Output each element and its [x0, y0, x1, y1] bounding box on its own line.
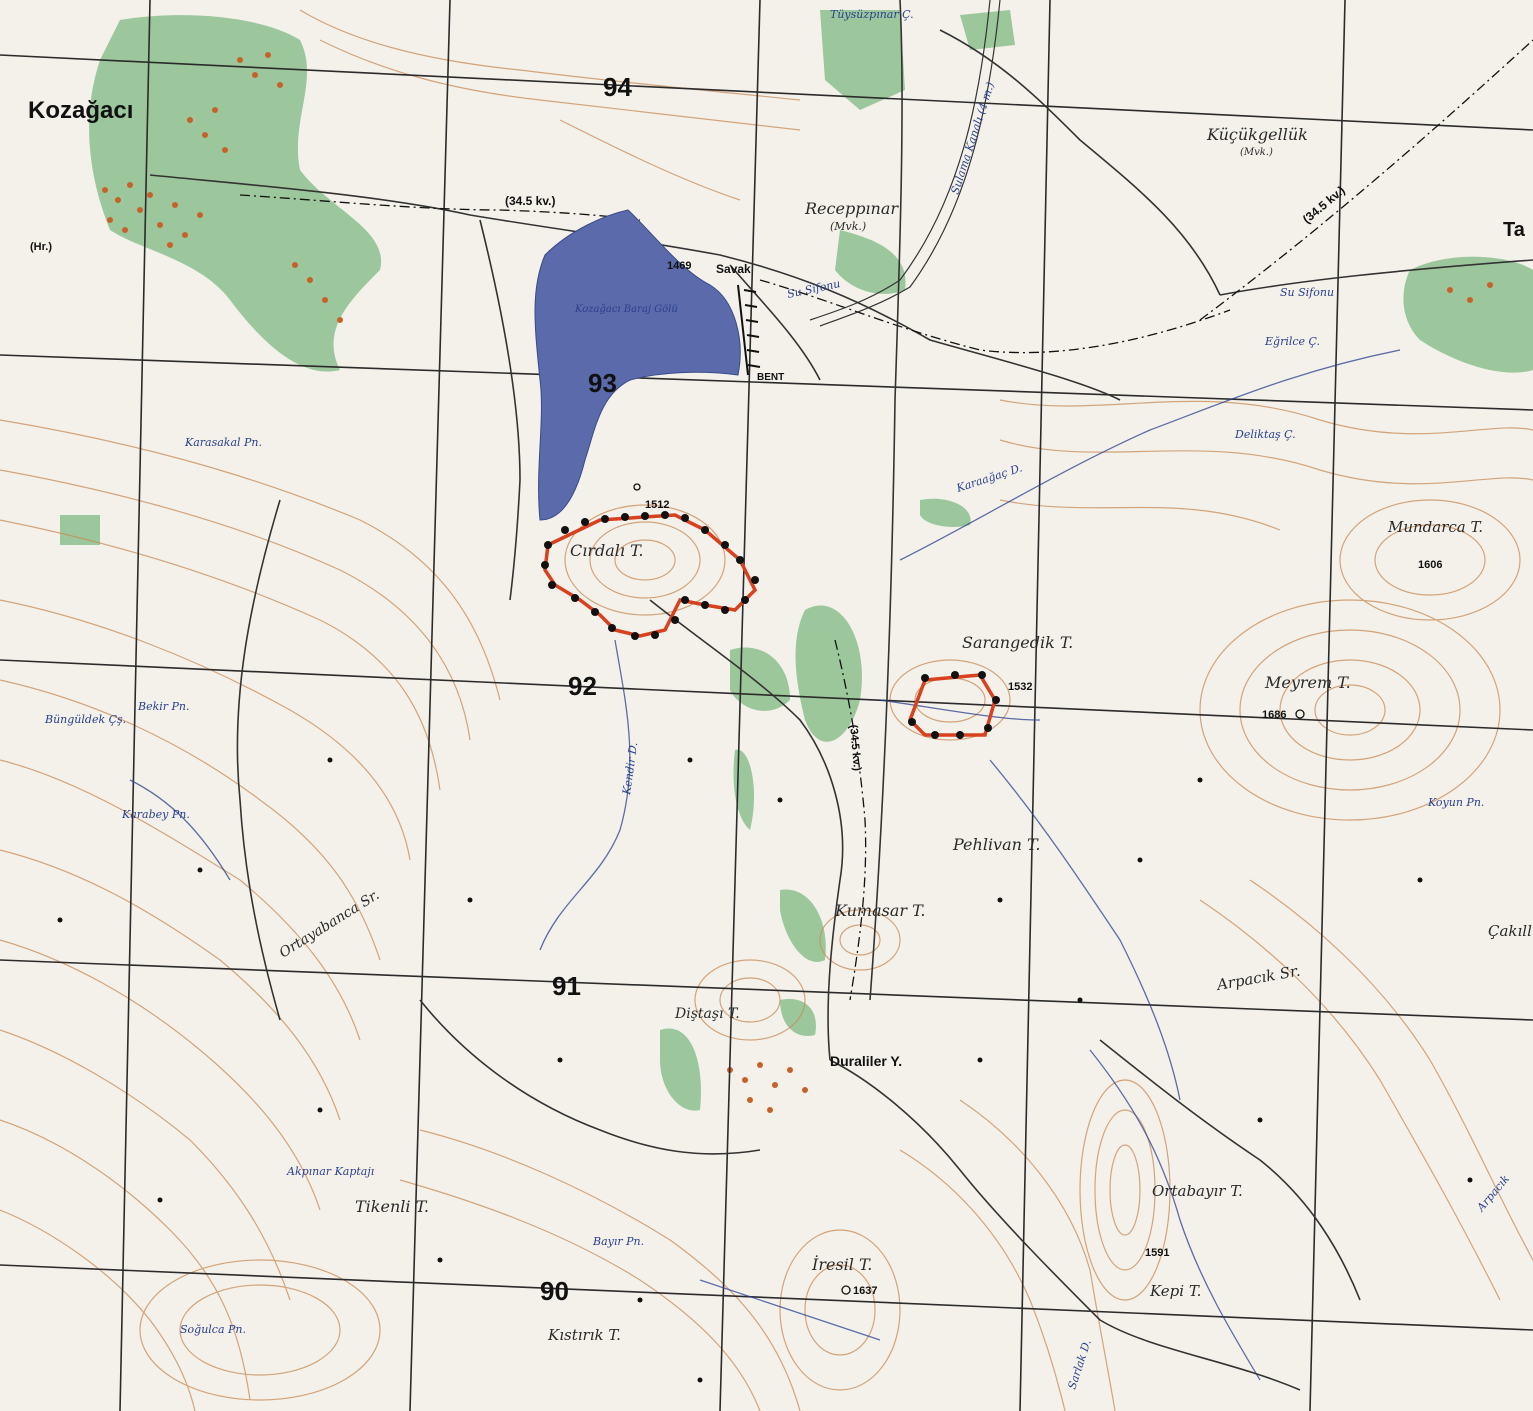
label-top-cay: Tüysüzpınar Ç.: [830, 8, 914, 21]
label-meyrem: Meyrem T.: [1264, 673, 1351, 692]
contour-lines: [0, 9, 1533, 1411]
label-meyrem-elev: 1686: [1262, 709, 1286, 721]
label-iresil: İresil T.: [811, 1254, 872, 1274]
label-karabey: Karabey Pn.: [121, 808, 190, 821]
label-kucukgelluk-mvk: (Mvk.): [1240, 147, 1273, 158]
label-cirdali-elev: 1512: [645, 499, 669, 511]
label-karasakal: Karasakal Pn.: [184, 436, 262, 449]
grid-number-91: 91: [552, 971, 581, 1001]
label-power-3: (34.5 kv.): [847, 724, 863, 771]
study-area-1: [541, 511, 759, 640]
dam-bent: [737, 284, 761, 376]
label-soguluca: Soğulca Pn.: [180, 1323, 246, 1336]
streams: [129, 349, 1401, 1381]
grid-number-90: 90: [540, 1276, 569, 1306]
study-area-2: [907, 671, 1000, 739]
label-koyun: Koyun Pn.: [1427, 796, 1484, 809]
label-mundarca-elev: 1606: [1418, 559, 1442, 571]
label-ortabayir: Ortabayır T.: [1152, 1182, 1243, 1200]
label-power-1: (34.5 kv.): [505, 194, 555, 208]
label-su-sifonu-2: Su Sifonu: [1280, 286, 1334, 299]
label-tikenli: Tikenli T.: [355, 1197, 429, 1216]
grid-number-93: 93: [588, 368, 617, 398]
label-receppinar: Receppınar: [804, 199, 899, 218]
kozagaci-reservoir: [534, 209, 741, 521]
label-iresil-elev: 1637: [853, 1285, 877, 1297]
label-savak-elev: 1469: [667, 260, 691, 272]
roads: [149, 0, 1533, 1391]
label-savak: Savak: [716, 262, 751, 276]
label-lake: Kozağacı Baraj Gölü: [574, 304, 678, 315]
label-kepi: Kepi T.: [1149, 1282, 1201, 1300]
label-bunguldek: Büngüldek Çş.: [44, 713, 126, 726]
label-sarangedik: Sarangedik T.: [962, 633, 1073, 652]
label-bekir: Bekir Pn.: [137, 700, 190, 713]
label-bayir: Bayır Pn.: [592, 1235, 644, 1248]
label-deliktas: Deliktaş Ç.: [1234, 428, 1296, 441]
canal: [809, 0, 1001, 327]
label-kistirik: Kıstırık T.: [547, 1326, 621, 1344]
label-kozagaci: Kozağacı: [28, 97, 133, 124]
label-egrilce: Eğrilce Ç.: [1264, 335, 1320, 348]
label-pehlivan: Pehlivan T.: [952, 835, 1040, 854]
point-symbols: [57, 757, 1473, 1383]
label-akpinar: Akpınar Kaptajı: [286, 1165, 374, 1178]
label-receppinar-mvk: (Mvk.): [830, 220, 866, 233]
label-ortabayir-elev: 1591: [1145, 1247, 1169, 1259]
label-bent: BENT: [757, 372, 784, 383]
label-duraliler: Duraliler Y.: [830, 1053, 902, 1069]
label-hr: (Hr.): [30, 241, 52, 253]
label-mundarca: Mundarca T.: [1387, 518, 1483, 536]
label-distasi: Diştaşı T.: [674, 1006, 740, 1022]
label-kucukgelluk: Küçükgellük: [1206, 125, 1308, 144]
elevation-markers: [633, 483, 1305, 1295]
label-kumasar: Kumasar T.: [834, 901, 926, 920]
grid-number-92: 92: [568, 671, 597, 701]
orchard-dots: [102, 52, 1493, 1113]
label-ta: Ta: [1503, 219, 1526, 241]
label-cakilli: Çakıllı: [1488, 922, 1533, 940]
power-lines: [239, 39, 1533, 1001]
label-sarangedik-elev: 1532: [1008, 681, 1032, 693]
label-cirdali: Cırdalı T.: [570, 541, 644, 560]
grid-number-94: 94: [603, 72, 632, 102]
